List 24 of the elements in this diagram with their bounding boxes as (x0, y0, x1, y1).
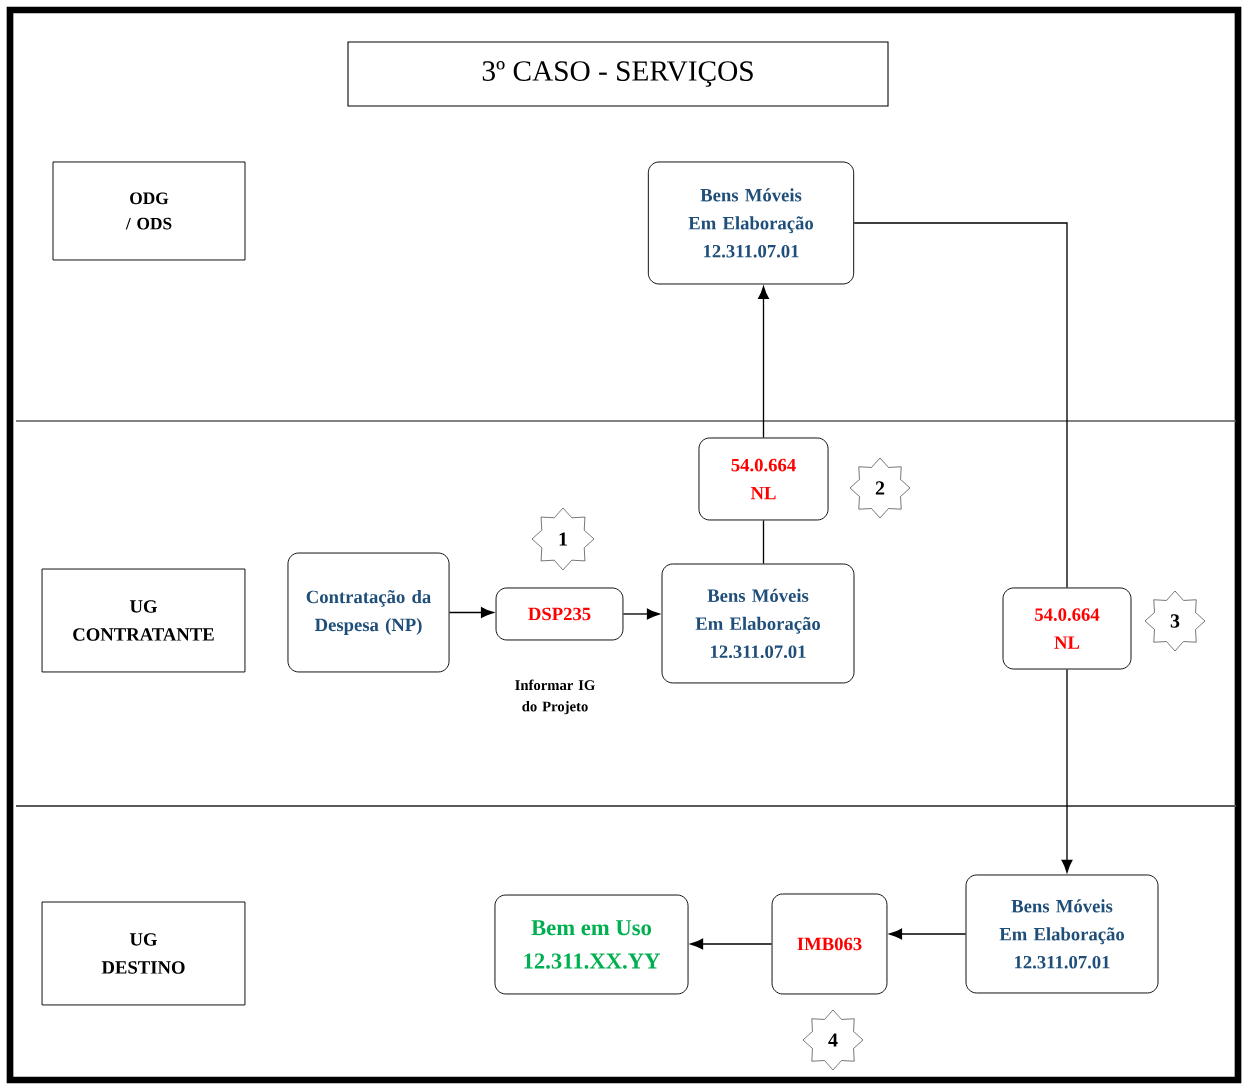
arrow (889, 928, 967, 940)
document-box: IMB063 (771, 893, 888, 995)
note-text: Informar IG do Projeto (515, 679, 595, 715)
arrow (1061, 668, 1073, 873)
lane-label-box: UG DESTINO (41, 901, 246, 1006)
document-box: 54.0.664 NL (698, 437, 829, 521)
process-box: Bens Móveis Em Elaboração 12.311.07.01 (661, 563, 855, 684)
process-box: Bens Móveis Em Elaboração 12.311.07.01 (647, 161, 855, 285)
step-star: 2 (849, 457, 911, 519)
document-box: DSP235 (495, 587, 624, 641)
arrow (690, 938, 773, 950)
title-box: 3º CASO - SERVIÇOS (347, 41, 889, 107)
arrow (622, 608, 660, 620)
lane-label-box: UG CONTRATANTE (41, 568, 246, 673)
document-box: 54.0.664 NL (1002, 587, 1132, 670)
arrow (758, 286, 769, 439)
process-box: Bens Móveis Em Elaboração 12.311.07.01 (965, 874, 1159, 994)
process-box: Bem em Uso 12.311.XX.YY (494, 894, 689, 995)
lane-label-box: ODG / ODS (52, 161, 246, 261)
step-star: 4 (802, 1009, 864, 1071)
arrow (448, 607, 494, 618)
process-box: Contratação da Despesa (NP) (287, 552, 450, 673)
step-star: 3 (1144, 590, 1206, 652)
step-star: 1 (531, 507, 595, 571)
